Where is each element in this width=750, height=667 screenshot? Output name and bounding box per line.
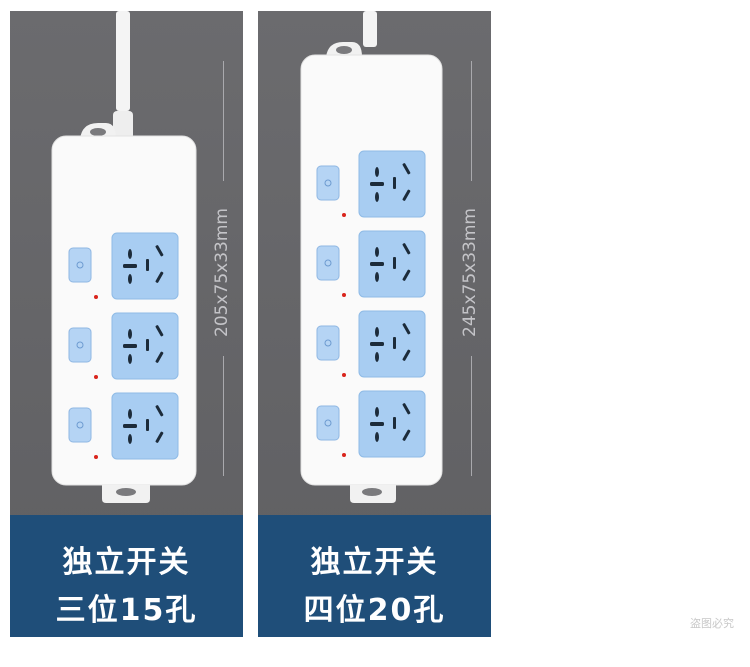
outlet-socket <box>358 230 426 298</box>
pin-slot <box>375 352 379 362</box>
pin-slot <box>375 327 379 337</box>
pin-slot <box>402 189 411 201</box>
indicator-light <box>94 375 98 379</box>
indicator-light <box>342 453 346 457</box>
power-switch-button <box>68 407 92 443</box>
power-strip-3-socket-image <box>51 11 197 503</box>
pin-slot <box>393 417 396 429</box>
pin-slot <box>402 163 411 175</box>
socket-module <box>316 310 426 378</box>
caption-banner: 独立开关 四位20孔 <box>258 515 491 637</box>
dimension-label: 205x75x33mm <box>212 208 232 337</box>
product-panel-3-socket: 205x75x33mm 独立开关 三位15孔 <box>10 11 243 637</box>
socket-module <box>68 232 179 300</box>
indicator-light <box>94 295 98 299</box>
pin-slot <box>146 259 149 271</box>
power-icon <box>76 341 84 349</box>
pin-slot <box>123 264 137 268</box>
pin-slot <box>146 419 149 431</box>
pin-slot <box>155 431 164 443</box>
pin-slot <box>402 349 411 361</box>
outlet-socket <box>358 390 426 458</box>
power-icon <box>324 259 332 267</box>
dimension-line-top <box>471 61 472 181</box>
outlet-socket <box>111 232 179 300</box>
pin-slot <box>375 272 379 282</box>
indicator-light <box>94 455 98 459</box>
power-switch-button <box>68 327 92 363</box>
pin-slot <box>370 182 384 186</box>
pin-slot <box>128 274 132 284</box>
power-switch-button <box>316 165 340 201</box>
power-switch-button <box>316 245 340 281</box>
power-switch-button <box>316 405 340 441</box>
power-icon <box>76 261 84 269</box>
pin-slot <box>128 354 132 364</box>
pin-slot <box>370 342 384 346</box>
power-icon <box>76 421 84 429</box>
pin-slot <box>155 351 164 363</box>
power-icon <box>324 339 332 347</box>
power-switch-button <box>316 325 340 361</box>
pin-slot <box>155 405 164 417</box>
pin-slot <box>370 422 384 426</box>
pin-slot <box>128 249 132 259</box>
socket-module <box>316 150 426 218</box>
dimension-label: 245x75x33mm <box>460 208 480 337</box>
pin-slot <box>375 247 379 257</box>
power-strip-4-socket-image <box>300 11 443 503</box>
pin-slot <box>393 177 396 189</box>
outlet-socket <box>358 150 426 218</box>
dimension-line-top <box>223 61 224 181</box>
dimension-line-bottom <box>223 356 224 476</box>
pin-slot <box>375 192 379 202</box>
product-panel-4-socket: 245x75x33mm 独立开关 四位20孔 <box>258 11 491 637</box>
pin-slot <box>375 167 379 177</box>
socket-module <box>68 392 179 460</box>
watermark: 盗图必究 <box>690 617 734 630</box>
pin-slot <box>128 409 132 419</box>
pin-slot <box>393 337 396 349</box>
pin-slot <box>402 323 411 335</box>
pin-slot <box>128 434 132 444</box>
outlet-socket <box>111 392 179 460</box>
caption-title: 独立开关 <box>310 545 439 580</box>
pin-slot <box>402 429 411 441</box>
pin-slot <box>155 245 164 257</box>
pin-slot <box>146 339 149 351</box>
indicator-light <box>342 373 346 377</box>
pin-slot <box>375 407 379 417</box>
dimension-line-bottom <box>471 356 472 476</box>
caption-title: 独立开关 <box>62 545 191 580</box>
power-cord <box>116 11 130 111</box>
caption-subtitle: 三位15孔 <box>55 593 198 628</box>
pin-slot <box>402 269 411 281</box>
pin-slot <box>123 424 137 428</box>
pin-slot <box>375 432 379 442</box>
socket-module <box>316 230 426 298</box>
outlet-socket <box>358 310 426 378</box>
pin-slot <box>128 329 132 339</box>
indicator-light <box>342 213 346 217</box>
pin-slot <box>123 344 137 348</box>
power-switch-button <box>68 247 92 283</box>
caption-banner: 独立开关 三位15孔 <box>10 515 243 637</box>
caption-subtitle: 四位20孔 <box>303 593 446 628</box>
power-icon <box>324 179 332 187</box>
indicator-light <box>342 293 346 297</box>
pin-slot <box>370 262 384 266</box>
socket-module <box>68 312 179 380</box>
pin-slot <box>402 243 411 255</box>
pin-slot <box>155 271 164 283</box>
power-cord <box>363 11 377 47</box>
pin-slot <box>155 325 164 337</box>
pin-slot <box>402 403 411 415</box>
socket-module <box>316 390 426 458</box>
power-icon <box>324 419 332 427</box>
outlet-socket <box>111 312 179 380</box>
pin-slot <box>393 257 396 269</box>
